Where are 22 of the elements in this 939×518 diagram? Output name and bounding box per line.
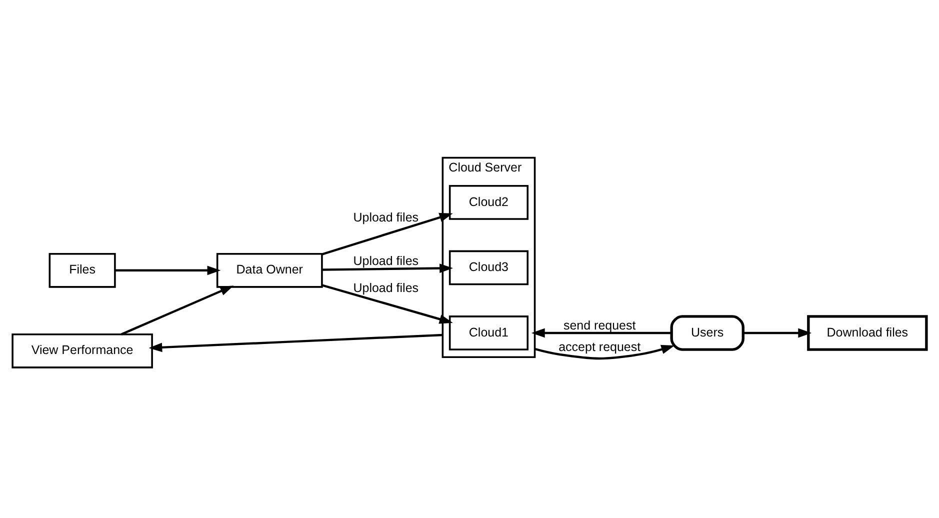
arrow xyxy=(115,266,221,276)
edge-label: Upload files xyxy=(353,254,419,268)
arrow xyxy=(148,334,443,352)
node-box: Cloud3 xyxy=(448,250,529,286)
node-box: View Performance xyxy=(12,333,153,368)
node-box: Data Owner xyxy=(216,252,323,288)
node-box: Users xyxy=(670,315,744,351)
edge-label: accept request xyxy=(558,340,641,354)
node-box: Download files xyxy=(807,315,928,351)
arrow xyxy=(322,264,453,274)
node-box: Cloud1 xyxy=(448,316,529,350)
arrow xyxy=(322,212,453,256)
node-box: Cloud2 xyxy=(448,185,529,220)
arrow xyxy=(120,286,234,336)
arrow xyxy=(534,344,675,360)
arrow xyxy=(531,328,672,338)
edge-label: send request xyxy=(563,318,636,333)
edge-label: Upload files xyxy=(353,281,419,296)
edge-label: Upload files xyxy=(353,210,419,224)
arrow xyxy=(743,328,812,338)
node-box: Files xyxy=(48,252,116,288)
arrow xyxy=(322,284,453,324)
